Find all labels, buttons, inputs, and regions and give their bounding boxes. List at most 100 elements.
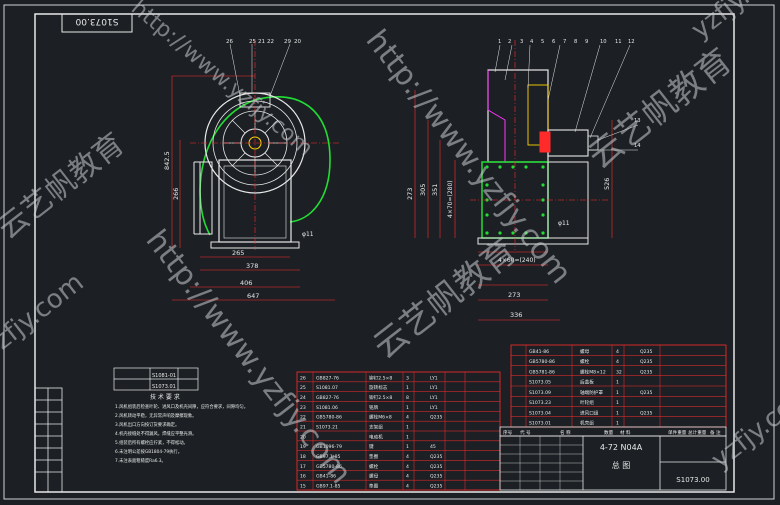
balloon-front-2: 25 [249,39,256,45]
dim-side-336: 336 [510,311,522,319]
bom-row-no: 23 [300,405,306,411]
bom-row-material: Q235 [430,415,442,421]
balloon-side-5: 5 [541,39,544,45]
balloon-side-10: 10 [600,39,607,45]
balloon-side-3: 3 [520,39,523,45]
watermark-brand-3: 云艺帆教育 [366,231,525,367]
bom-row-code: GB97.1-85 [316,484,341,490]
bom-row-qty: 1 [616,400,619,406]
bom-header-cell: 总计重量 [688,429,707,436]
bom-row-code: GB41-86 [316,474,336,480]
bom-row-name: 垫圈 [369,453,379,460]
bom-row-code: S1073.01 [529,421,551,427]
watermark-url-3: http://www.yzfjy.com [126,0,317,162]
bom-row-qty: 1 [616,421,619,427]
bom-row-name: 螺栓 [369,463,379,470]
dim-side-4x70: 4×70=(280) [447,180,454,218]
bom-row-code: GB827-76 [316,375,339,381]
bom-row-name: 电动机 [369,433,383,440]
dim-842: 842.5 [163,151,171,170]
bom-row-code: GB5780-86 [316,415,342,421]
bom-row-name: 进风口组 [580,409,599,416]
bom-row-qty: 3 [406,375,409,381]
bom-row-name: 旋转标志 [369,384,388,391]
bom-row-name: 机壳组 [580,420,594,427]
bom-row-qty: 1 [406,434,409,440]
bom-row-code: S1081.06 [316,405,338,411]
bom-row-code: S1073.21 [316,425,338,431]
bom-row-material: Q235 [430,454,442,460]
dim-side-305: 305 [419,184,427,196]
bom-row-name: 螺栓 [580,358,590,365]
bom-header-cell: 备 注 [710,429,721,436]
bom-header-row: 序号代 号名 称数量材 料单件重量总计重量备 注 [499,426,727,437]
balloon-side-8: 8 [574,39,577,45]
bom-row-code: GB5781-86 [529,369,555,375]
bom-row-qty: 4 [406,415,409,421]
bom-row-material: LY1 [430,395,438,401]
bom-header-cell: 序号 [503,429,513,436]
dim-phi11: φ11 [302,231,314,238]
bom-row-code: GB5780-86 [316,464,342,470]
bom-header-cell: 数量 [604,429,614,436]
bom-row-no: 20 [300,434,306,440]
bom-header-cell: 单件重量 [668,429,687,436]
bom-header-cell: 名 称 [560,429,571,436]
dim-side-4x60: 4×60=(240) [498,257,536,264]
balloon-side-13: 13 [634,118,641,124]
balloon-front-5: 29 [284,39,291,45]
dim-side-526: 526 [603,178,611,190]
bom-row-no: 21 [300,425,306,431]
bom-row-code: GB41-86 [529,349,549,355]
tech-req-title: 技 术 要 求 [150,393,180,401]
small-ref-table [113,367,199,391]
balloon-side-2: 2 [508,39,511,45]
bom-row-qty: 4 [406,474,409,480]
bom-row-name: 叶轮组 [580,399,594,406]
bom-row-material: LY1 [430,375,438,381]
tech-req-line: 5.组装后所有螺栓应拧紧，不得松动。 [115,439,188,446]
inner-border [34,13,735,493]
bom-row-no: 26 [300,375,306,381]
bom-row-code: S1073.04 [529,410,551,416]
bom-row-material: 45 [430,444,436,450]
bom-row-material: Q235 [430,484,442,490]
bom-row-name: 铆钉2.5×8 [369,394,392,401]
bom-row-qty: 1 [406,385,409,391]
dim-side-273v: 273 [406,188,414,200]
bom-row-material: Q235 [640,390,652,396]
bom-row-name: 螺栓M6×8 [369,414,392,421]
bom-row-qty: 4 [406,484,409,490]
title-model: 4-72 N04A [600,443,643,452]
balloon-side-14: 14 [634,143,641,149]
bom-row-qty: 4 [406,454,409,460]
bom-row-material: LY1 [430,385,438,391]
bom-row-no: 18 [300,454,306,460]
bom-row-qty: 1 [406,425,409,431]
dim-378: 378 [246,262,258,270]
bom-row-no: 17 [300,464,306,470]
bom-row-name: 垫圈 [369,483,379,490]
bom-row-code: GB1096-79 [316,444,342,450]
tech-req-line: 2.风机转动平稳，无异常声响及摩擦现象。 [115,412,196,419]
watermark-domain-1: yzfjy.com [0,267,90,365]
bom-row-name: 铭牌 [369,404,379,411]
balloon-front-4: 22 [267,39,274,45]
tech-req-lines: 1.风机组装后检查叶轮、进风口及机壳间隙，应符合要求，间隙均匀。2.风机转动平稳… [115,403,248,464]
bom-row-material: Q235 [640,359,652,365]
bom-row-material: Q235 [640,349,652,355]
bom-row-qty: 1 [616,390,619,396]
dim-266: 266 [172,188,180,200]
tech-req-line: 7.未注表面粗糙度Ra6.3。 [115,457,166,464]
bom-row-code: GB827-76 [316,395,339,401]
bom-row-code: GB5780-86 [529,359,555,365]
bom-row-no: 16 [300,474,306,480]
tech-req-line: 4.机壳接缝处不得漏风，焊缝应平整光滑。 [115,430,196,437]
tech-req-line: 3.风机出口方向按订货要求确定。 [115,421,179,428]
bom-row-name: 支架组 [369,424,383,431]
bom-row-no: 25 [300,385,306,391]
dim-406: 406 [240,279,252,287]
